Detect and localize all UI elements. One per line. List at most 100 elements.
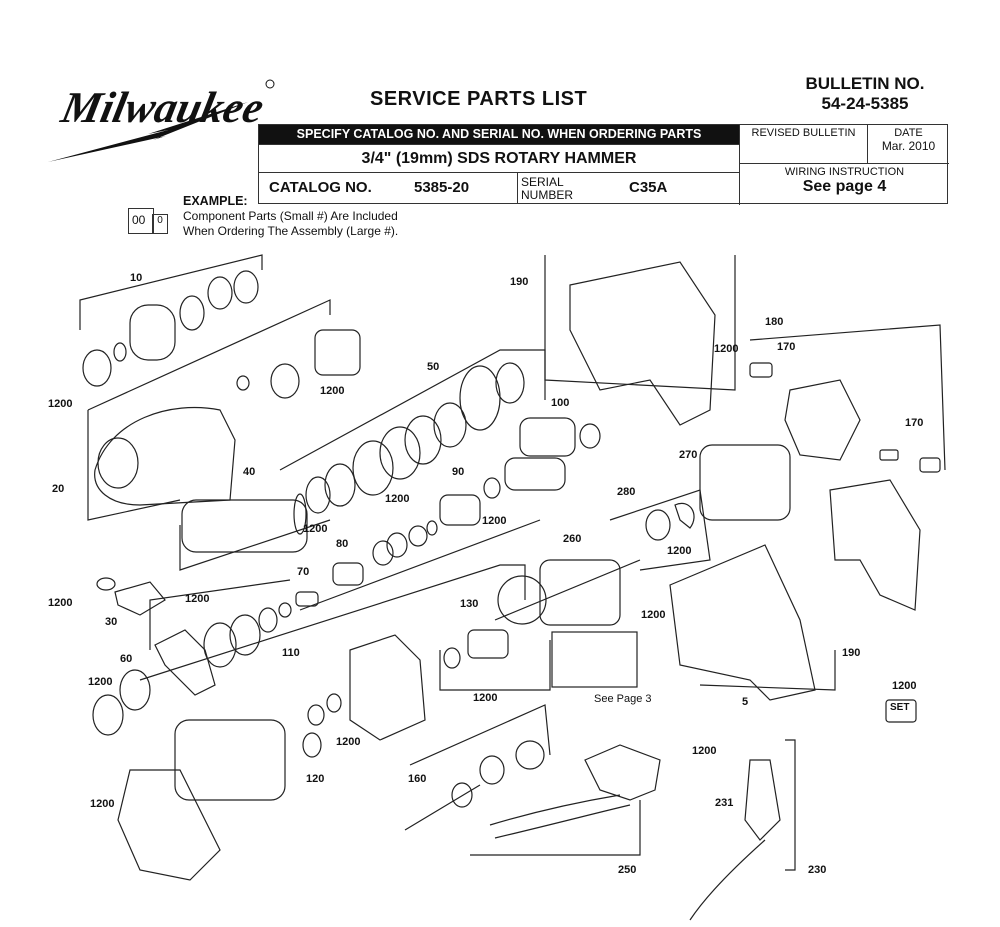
set-label: SET	[890, 702, 910, 713]
part-label-30: 30	[105, 616, 118, 628]
example-small-number: 0	[157, 215, 163, 226]
part-label-90: 90	[452, 466, 465, 478]
front-cap-parts	[82, 270, 259, 387]
part-label-1200: 1200	[48, 398, 73, 410]
bracket-190b	[699, 650, 836, 691]
part-label-70: 70	[297, 566, 310, 578]
see-page-3-label: See Page 3	[594, 693, 652, 705]
o-rings-1200	[372, 520, 438, 566]
gear-housing-110	[174, 634, 426, 801]
ordering-instruction-bar: SPECIFY CATALOG NO. AND SERIAL NO. WHEN …	[259, 125, 739, 144]
part-label-1200: 1200	[892, 680, 917, 692]
catalog-label: CATALOG NO.	[269, 179, 372, 196]
example-large-box: 00	[128, 208, 154, 234]
part-label-130: 130	[460, 598, 479, 610]
spindle-40	[181, 493, 308, 553]
bearing-280	[645, 502, 695, 541]
bracket-280	[609, 489, 711, 571]
date-value: Mar. 2010	[881, 139, 936, 153]
part-label-110: 110	[282, 647, 300, 659]
wiring-label: WIRING INSTRUCTION	[784, 166, 905, 178]
bearing-130	[443, 629, 509, 669]
document-title: SERVICE PARTS LIST	[370, 88, 588, 110]
switch-30	[96, 577, 166, 616]
part-label-1200: 1200	[692, 745, 717, 757]
handle-190	[569, 261, 716, 426]
revised-bulletin-label: REVISED BULLETIN	[739, 125, 867, 172]
header-table: SPECIFY CATALOG NO. AND SERIAL NO. WHEN …	[258, 124, 949, 205]
part-label-40: 40	[243, 466, 256, 478]
part-70	[278, 591, 319, 618]
bracket-180	[749, 324, 946, 471]
wiring-value: See page 4	[802, 178, 887, 195]
part-label-20: 20	[52, 483, 65, 495]
bracket-250	[470, 800, 641, 856]
housing-front-shape	[94, 406, 236, 506]
serial-number: C35A	[629, 179, 668, 196]
part-label-1200: 1200	[320, 385, 345, 397]
clutch-rings-50	[305, 362, 525, 514]
example-line1: Component Parts (Small #) Are Included	[183, 209, 398, 223]
piston-90-100	[439, 417, 601, 526]
bracket-160	[409, 704, 551, 766]
serial-label-line1: SERIAL	[521, 175, 564, 189]
bracket-50	[279, 349, 546, 471]
part-label-1200: 1200	[303, 523, 328, 535]
part-label-120: 120	[306, 773, 325, 785]
part-label-1200: 1200	[336, 736, 361, 748]
bracket-130	[439, 640, 551, 691]
date-cell: DATE Mar. 2010	[867, 125, 949, 163]
part-label-5: 5	[742, 696, 749, 708]
bulletin-number: 54-24-5385	[821, 94, 909, 113]
bracket-1200g	[149, 579, 291, 650]
part-label-270: 270	[679, 449, 698, 461]
part-label-10: 10	[130, 272, 143, 284]
example-large-number: 00	[132, 213, 146, 227]
model-name: 3/4" (19mm) SDS ROTARY HAMMER	[259, 144, 739, 172]
part-label-160: 160	[408, 773, 427, 785]
part-label-1200: 1200	[88, 676, 113, 688]
bracket-190a	[544, 255, 736, 391]
milwaukee-logo: Milwaukee	[48, 79, 275, 162]
part-label-230: 230	[808, 864, 827, 876]
bracket-110	[139, 564, 526, 681]
date-label: DATE	[894, 127, 923, 139]
part-label-260: 260	[563, 533, 582, 545]
part-label-1200: 1200	[482, 515, 507, 527]
wiring-cell: WIRING INSTRUCTION See page 4	[739, 163, 949, 205]
cord-230	[689, 759, 781, 921]
needle-bearing	[236, 329, 361, 399]
part-80	[332, 562, 364, 586]
part-label-170: 170	[777, 341, 796, 353]
catalog-number: 5385-20	[414, 179, 470, 196]
gear-shaft-160	[404, 740, 545, 831]
part-label-60: 60	[120, 653, 133, 665]
bracket-top-long	[87, 299, 331, 411]
part-label-1200: 1200	[641, 609, 666, 621]
part-label-80: 80	[336, 538, 349, 550]
example-label: EXAMPLE:	[183, 194, 248, 208]
bracket-70-80	[299, 519, 541, 611]
bracket-230	[785, 739, 796, 871]
field-270	[699, 444, 791, 521]
set-box	[885, 699, 917, 723]
example-small-box: 0	[152, 214, 168, 234]
part-label-170: 170	[905, 417, 924, 429]
gasket-1200	[117, 769, 221, 881]
part-label-1200: 1200	[48, 597, 73, 609]
serial-label-line2: NUMBER	[521, 188, 574, 202]
bracket-40	[179, 519, 331, 571]
brush-holder-180	[749, 362, 941, 473]
armature-260	[494, 559, 641, 626]
part-label-280: 280	[617, 486, 636, 498]
example-line2: When Ordering The Assembly (Large #).	[183, 224, 399, 238]
handle-cover	[829, 479, 921, 611]
part-label-190: 190	[510, 276, 529, 288]
detail-inset	[551, 631, 638, 688]
part-label-231: 231	[715, 797, 734, 809]
part-label-1200: 1200	[90, 798, 115, 810]
bracket-10	[79, 254, 263, 330]
